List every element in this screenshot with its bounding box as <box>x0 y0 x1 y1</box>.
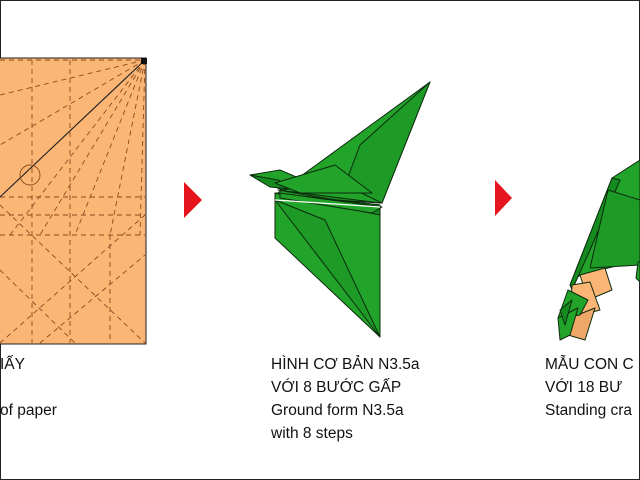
middle-caption-line4: with 8 steps <box>271 425 353 442</box>
left-caption-line3: of paper <box>0 402 57 419</box>
left-caption-line2 <box>0 376 57 399</box>
middle-caption-line1: HÌNH CƠ BẢN N3.5a <box>271 356 420 373</box>
right-caption-line1: MẪU CON C <box>545 356 634 373</box>
left-caption-line1: IẤY <box>0 356 25 373</box>
ground-form-model <box>249 81 431 338</box>
middle-caption-line2: VỚI 8 BƯỚC GẤP <box>271 379 402 396</box>
arrow-right-icon <box>184 182 202 218</box>
arrow-right-icon <box>495 180 512 216</box>
right-caption-line3: Standing cra <box>545 402 633 419</box>
right-caption-line2: VỚI 18 BƯ <box>545 379 623 396</box>
middle-caption-line3: Ground form N3.5a <box>271 402 404 419</box>
left-caption: IẤY of paper <box>0 353 57 422</box>
crease-pattern-sheet <box>0 57 147 345</box>
middle-caption: HÌNH CƠ BẢN N3.5a VỚI 8 BƯỚC GẤP Ground … <box>271 353 420 445</box>
right-caption: MẪU CON C VỚI 18 BƯ Standing cra <box>545 353 634 422</box>
standing-crane-model <box>557 159 640 341</box>
